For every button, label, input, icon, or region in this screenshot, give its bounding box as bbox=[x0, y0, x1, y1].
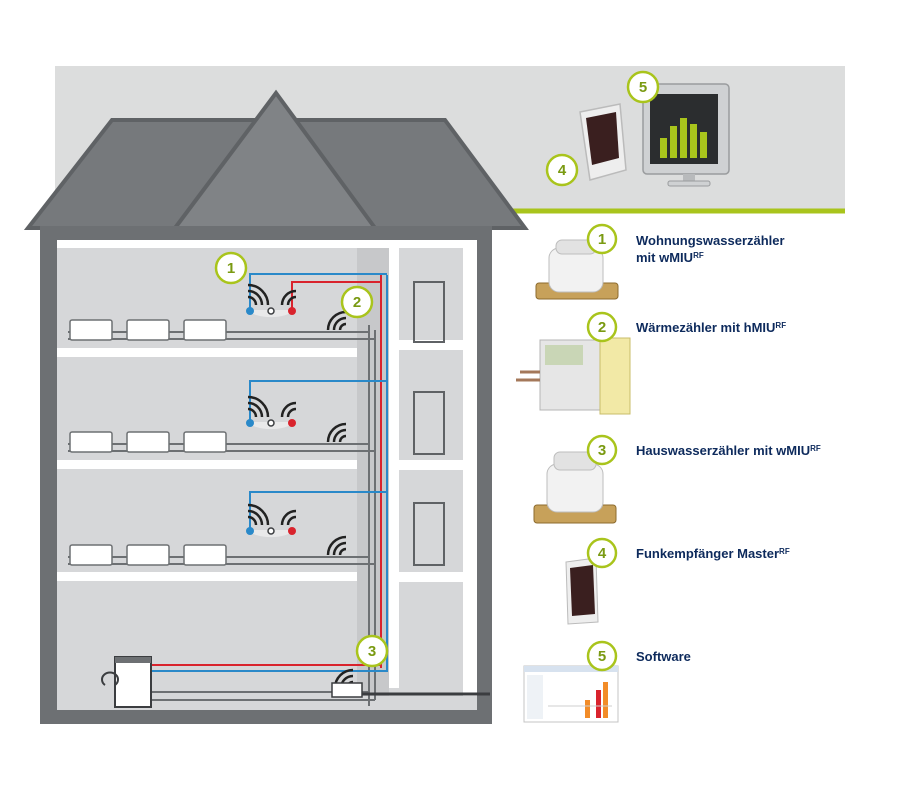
software-screen-icon bbox=[523, 665, 619, 723]
stairwell bbox=[357, 248, 477, 696]
meter-station-floor1 bbox=[246, 283, 297, 318]
doors bbox=[413, 281, 445, 566]
svg-text:2: 2 bbox=[353, 294, 361, 311]
monitor-device-icon bbox=[642, 83, 730, 187]
house-water-meter-box bbox=[331, 682, 363, 698]
floor-slabs bbox=[57, 240, 477, 581]
heat-meter-icon bbox=[516, 337, 631, 415]
badge-diagram-3: 3 bbox=[355, 634, 389, 668]
legend-badge-2: 2 bbox=[586, 311, 618, 343]
radio-receiver-icon bbox=[565, 557, 599, 625]
svg-text:3: 3 bbox=[598, 442, 606, 459]
svg-text:4: 4 bbox=[558, 162, 567, 179]
house-water-meter-icon bbox=[533, 451, 617, 524]
house-interior bbox=[57, 240, 477, 710]
meter-station-floor3 bbox=[246, 503, 297, 538]
svg-text:5: 5 bbox=[598, 648, 606, 665]
legend-badge-4: 4 bbox=[586, 537, 618, 569]
svg-text:1: 1 bbox=[227, 260, 235, 277]
legend-badge-1: 1 bbox=[586, 223, 618, 255]
house-roof bbox=[23, 89, 529, 230]
legend-badge-5: 5 bbox=[586, 640, 618, 672]
svg-text:5: 5 bbox=[639, 79, 647, 96]
heat-meter-radio-icons bbox=[326, 310, 354, 689]
legend-badge-3: 3 bbox=[586, 434, 618, 466]
radio-receiver-device-icon bbox=[579, 103, 627, 181]
badge-diagram-2: 2 bbox=[340, 285, 374, 319]
badge-diagram-5: 5 bbox=[626, 70, 660, 104]
svg-text:1: 1 bbox=[598, 231, 606, 248]
boiler-icon bbox=[101, 656, 152, 708]
badge-diagram-4: 4 bbox=[545, 153, 579, 187]
svg-text:3: 3 bbox=[368, 643, 376, 660]
svg-text:2: 2 bbox=[598, 319, 606, 336]
radiators bbox=[69, 319, 227, 566]
water-meter-icon bbox=[535, 239, 619, 300]
meter-station-floor2 bbox=[246, 395, 297, 430]
svg-text:4: 4 bbox=[598, 545, 607, 562]
badge-diagram-1: 1 bbox=[214, 251, 248, 285]
